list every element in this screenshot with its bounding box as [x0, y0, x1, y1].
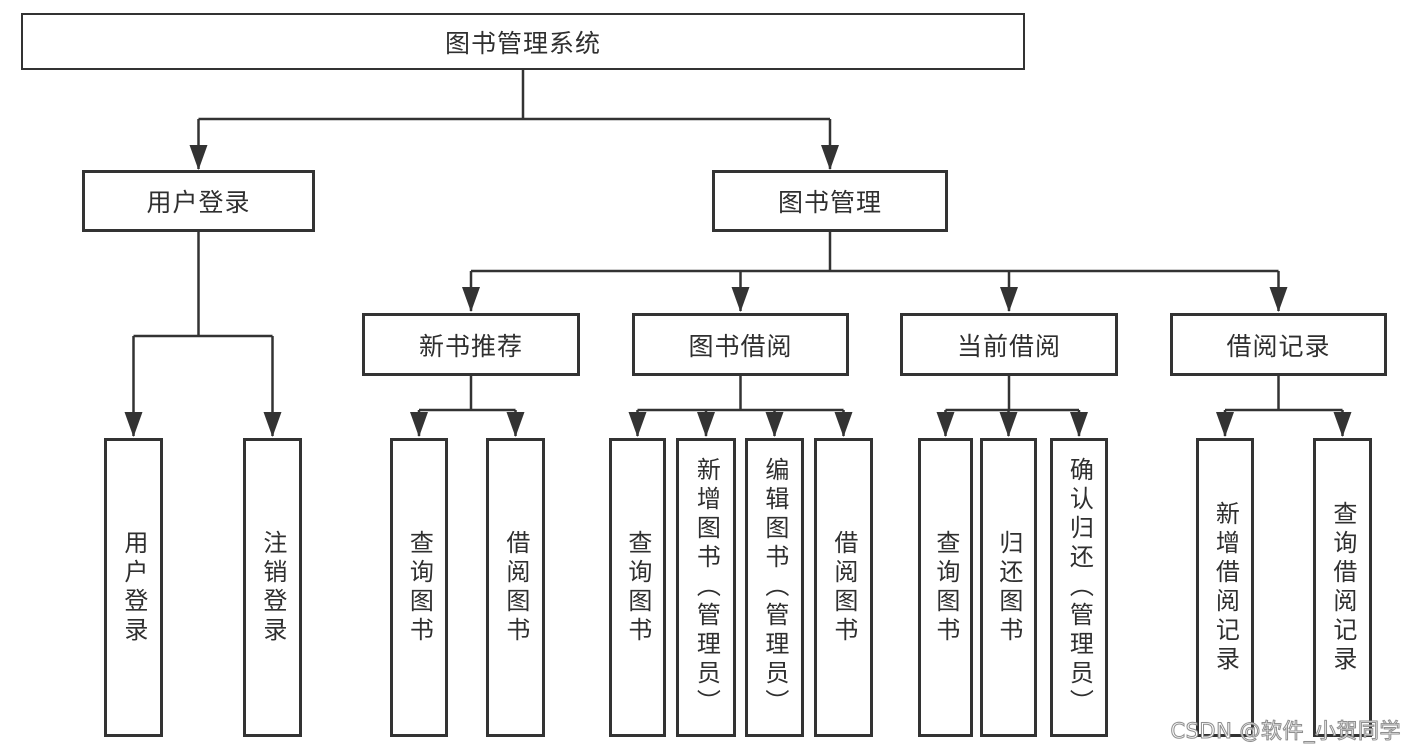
leaf-query-books-recommend: 查询图书	[390, 438, 448, 737]
csdn-watermark: CSDN @软件_小贺同学	[1170, 719, 1401, 744]
leaf-add-borrow-record: 新增借阅记录	[1196, 438, 1254, 737]
leaf-label: 新增借阅记录	[1211, 500, 1240, 675]
leaf-query-borrow-record: 查询借阅记录	[1313, 438, 1372, 737]
leaf-return-books: 归还图书	[980, 438, 1037, 737]
node-label: 图书借阅	[688, 331, 793, 361]
node-borrowing-records: 借阅记录	[1170, 313, 1387, 376]
leaf-label: 借阅图书	[501, 529, 530, 646]
leaf-logout: 注销登录	[243, 438, 302, 737]
leaf-label: 查询借阅记录	[1328, 500, 1357, 675]
leaf-label: 新增图书（管理员）	[692, 457, 721, 718]
connector-book-borrow-children	[628, 376, 853, 437]
connector-new-book-children	[410, 376, 525, 437]
leaf-label: 查询图书	[623, 529, 652, 646]
connector-borrow-records-children	[1216, 376, 1352, 437]
node-label: 用户登录	[146, 188, 251, 217]
node-label: 新书推荐	[418, 331, 523, 361]
leaf-query-books-current: 查询图书	[918, 438, 973, 737]
connector-book-management-children	[462, 232, 1288, 312]
connector-current-borrow-children	[936, 376, 1088, 437]
leaf-label: 注销登录	[258, 529, 287, 646]
leaf-label: 查询图书	[931, 529, 960, 646]
node-new-book-recommendation: 新书推荐	[362, 313, 580, 376]
leaf-user-login: 用户登录	[104, 438, 163, 737]
node-label: 图书管理系统	[444, 28, 601, 58]
leaf-add-books-admin: 新增图书（管理员）	[676, 438, 736, 737]
leaf-label: 查询图书	[405, 529, 434, 646]
leaf-borrow-books-borrow: 借阅图书	[814, 438, 873, 737]
connector-user-login-children	[124, 232, 282, 437]
leaf-label: 编辑图书（管理员）	[760, 457, 789, 718]
leaf-label: 用户登录	[119, 529, 148, 646]
leaf-label: 确认归还（管理员）	[1065, 457, 1094, 718]
node-label: 当前借阅	[956, 331, 1061, 361]
node-label: 图书管理	[777, 188, 882, 217]
leaf-borrow-books-recommend: 借阅图书	[486, 438, 545, 737]
leaf-query-books-borrow: 查询图书	[609, 438, 666, 737]
leaf-label: 借阅图书	[829, 529, 858, 646]
node-book-management: 图书管理	[712, 170, 948, 232]
leaf-label: 归还图书	[994, 529, 1023, 646]
node-user-login: 用户登录	[82, 170, 315, 232]
connector-root-to-level2	[189, 70, 839, 170]
node-book-management-system: 图书管理系统	[21, 13, 1025, 70]
leaf-edit-books-admin: 编辑图书（管理员）	[745, 438, 804, 737]
leaf-confirm-return-admin: 确认归还（管理员）	[1050, 438, 1108, 737]
node-current-borrowing: 当前借阅	[900, 313, 1118, 376]
node-book-borrowing: 图书借阅	[632, 313, 849, 376]
node-label: 借阅记录	[1226, 331, 1331, 361]
